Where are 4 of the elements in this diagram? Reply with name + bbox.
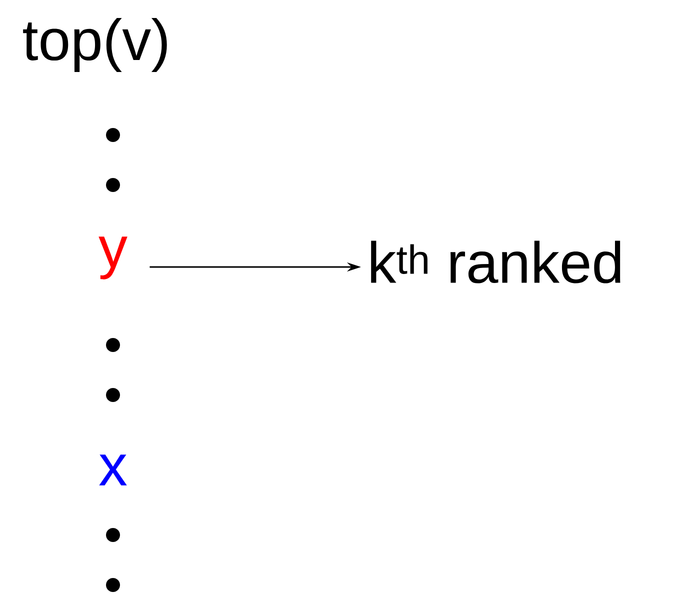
node-text: y	[98, 236, 128, 280]
label: x	[99, 454, 127, 486]
node-text: k$^{th}$ ranked	[371, 240, 620, 284]
label: top(v)	[23, 18, 167, 72]
